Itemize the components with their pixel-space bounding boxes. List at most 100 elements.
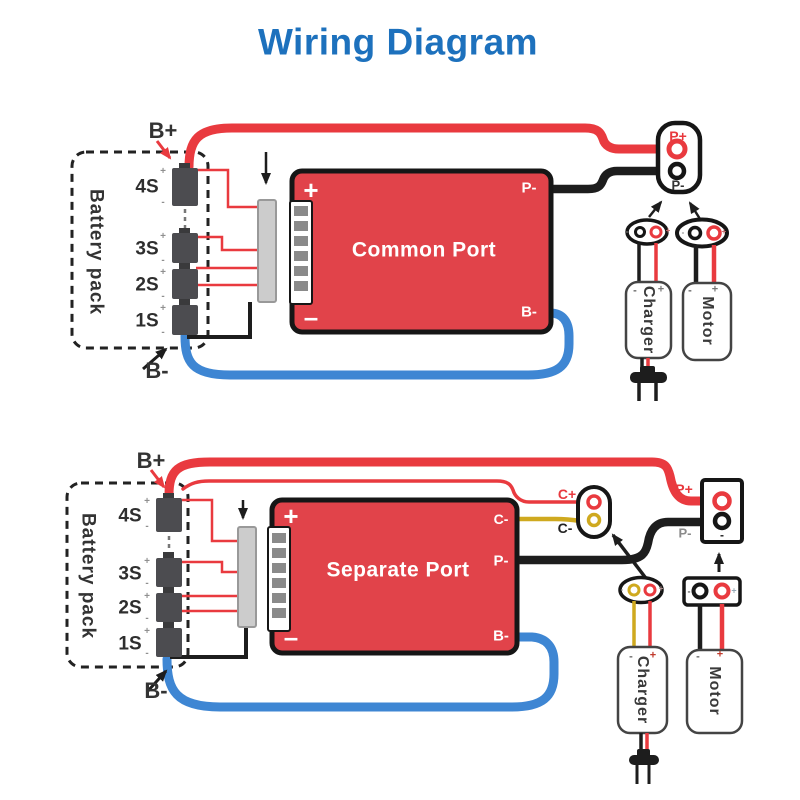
board-title: Common Port [351,238,497,262]
battery-pack-box [65,481,190,669]
terminal-p-plus-label: P+ [675,481,693,497]
pack-negative-wire [187,302,252,339]
b-plus-label: B+ [148,118,178,143]
wire-c-minus [514,516,589,524]
cell-plus-mark: + [160,231,166,242]
motor-pin-plus-mark: + [731,585,737,596]
board-plus-label: + [283,501,299,531]
cell-plus-mark: + [144,626,150,637]
battery-cells [156,493,182,657]
charger-plug-arrow-icon [648,200,663,218]
wire-b-plus [184,123,671,172]
sense-wire-3s [182,560,238,574]
charger-plus-mark: + [657,283,665,296]
board-minus-label: – [303,302,319,332]
terminal-p-minus-label: P- [671,177,685,193]
cell-label-1s: 1S [118,633,142,655]
cell-plus-mark: + [160,303,166,314]
charge-port-connector [576,485,612,539]
motor-label: Motor [706,666,723,716]
charger-pin-minus-mark: - [625,227,629,236]
cell-plus-mark: + [144,591,150,602]
motor-pin-minus-mark: - [681,228,685,237]
p-plus-ring [666,138,688,160]
ac-plug-prongs [635,765,651,784]
charger-plus-mark: + [649,649,657,662]
b-minus-label: B- [144,678,168,703]
cell-minus-mark: - [145,648,149,659]
cell-plus-mark: + [144,556,150,567]
c-plus-ring [586,494,602,510]
wire-b-plus [164,457,716,506]
output-terminal [700,478,744,544]
motor-box [685,648,744,735]
battery-pack-box [70,150,210,350]
sense-wire-4s [182,498,238,543]
cell-minus-mark: - [145,521,149,532]
charger-pin-minus-mark: - [620,585,624,594]
motor-minus-mark: - [696,650,700,663]
motor-plug-arrow-icon [688,201,702,220]
board-b-minus-label: B- [521,303,537,321]
cell-label-4s: 4S [135,176,159,198]
battery-cells [172,163,198,335]
charger-pin-plus-mark: + [658,584,664,593]
board-minus-label: – [283,622,299,652]
separate-port-diagram [65,457,744,784]
motor-neg-pin [691,582,709,600]
b-minus-arrow-icon [145,669,168,694]
balance-socket-pins [294,206,308,291]
c-minus-ring [586,512,602,528]
cell-minus-mark: - [161,255,165,266]
charger-pos-pin [649,225,663,239]
balance-connector-plug [237,526,257,628]
charger-neg-pin [627,583,641,597]
motor-pin-plus-mark: + [721,227,727,236]
p-plus-ring [712,491,732,511]
cell-minus-mark: - [161,197,165,208]
motor-pos-pin [713,582,731,600]
cell-minus-mark: - [161,291,165,302]
charger-label: Charger [640,285,657,355]
cell-plus-mark: + [160,166,166,177]
page-title: Wiring Diagram [257,21,539,63]
b-minus-arrow-icon [142,347,168,371]
p-minus-ring [712,511,732,531]
cell-label-3s: 3S [135,238,159,260]
battery-pack-label: Battery pack [85,188,107,316]
battery-pack-label: Battery pack [77,512,99,640]
motor-plus-mark: + [716,648,724,661]
motor-plus-mark: + [711,283,719,296]
common-port-diagram [70,120,733,401]
board-title: Separate Port [326,558,470,582]
charger-minus-mark: - [629,650,633,663]
cell-plus-mark: + [144,496,150,507]
c-minus-label: C- [557,520,573,536]
motor-box [681,281,733,362]
cell-minus-mark: - [161,327,165,338]
p-minus-ring [667,161,687,181]
cell-label-3s: 3S [118,563,142,585]
ac-plug-body [630,372,667,383]
ac-plug-prongs [637,383,658,401]
board-p-minus-label: P- [521,179,537,197]
motor-minus-mark: - [688,284,692,297]
cell-label-2s: 2S [135,274,159,296]
b-plus-arrow-icon [149,469,166,489]
wire-p-minus [545,166,671,194]
cell-label-4s: 4S [118,505,142,527]
terminal-minus-mark: - [720,528,724,542]
motor-label: Motor [699,296,716,346]
charger-label: Charger [634,655,651,725]
b-minus-label: B- [145,358,169,383]
ac-plug-body [629,755,659,765]
motor-neg-pin [687,225,703,241]
board-b-minus-label: B- [493,627,509,645]
balance-socket-pins [272,533,286,618]
wire-b-minus [162,632,559,712]
charger-minus-mark: - [633,284,637,297]
balance-connector-plug [257,199,277,303]
sense-wire-4s [196,168,258,209]
pack-negative-wire [170,628,248,659]
